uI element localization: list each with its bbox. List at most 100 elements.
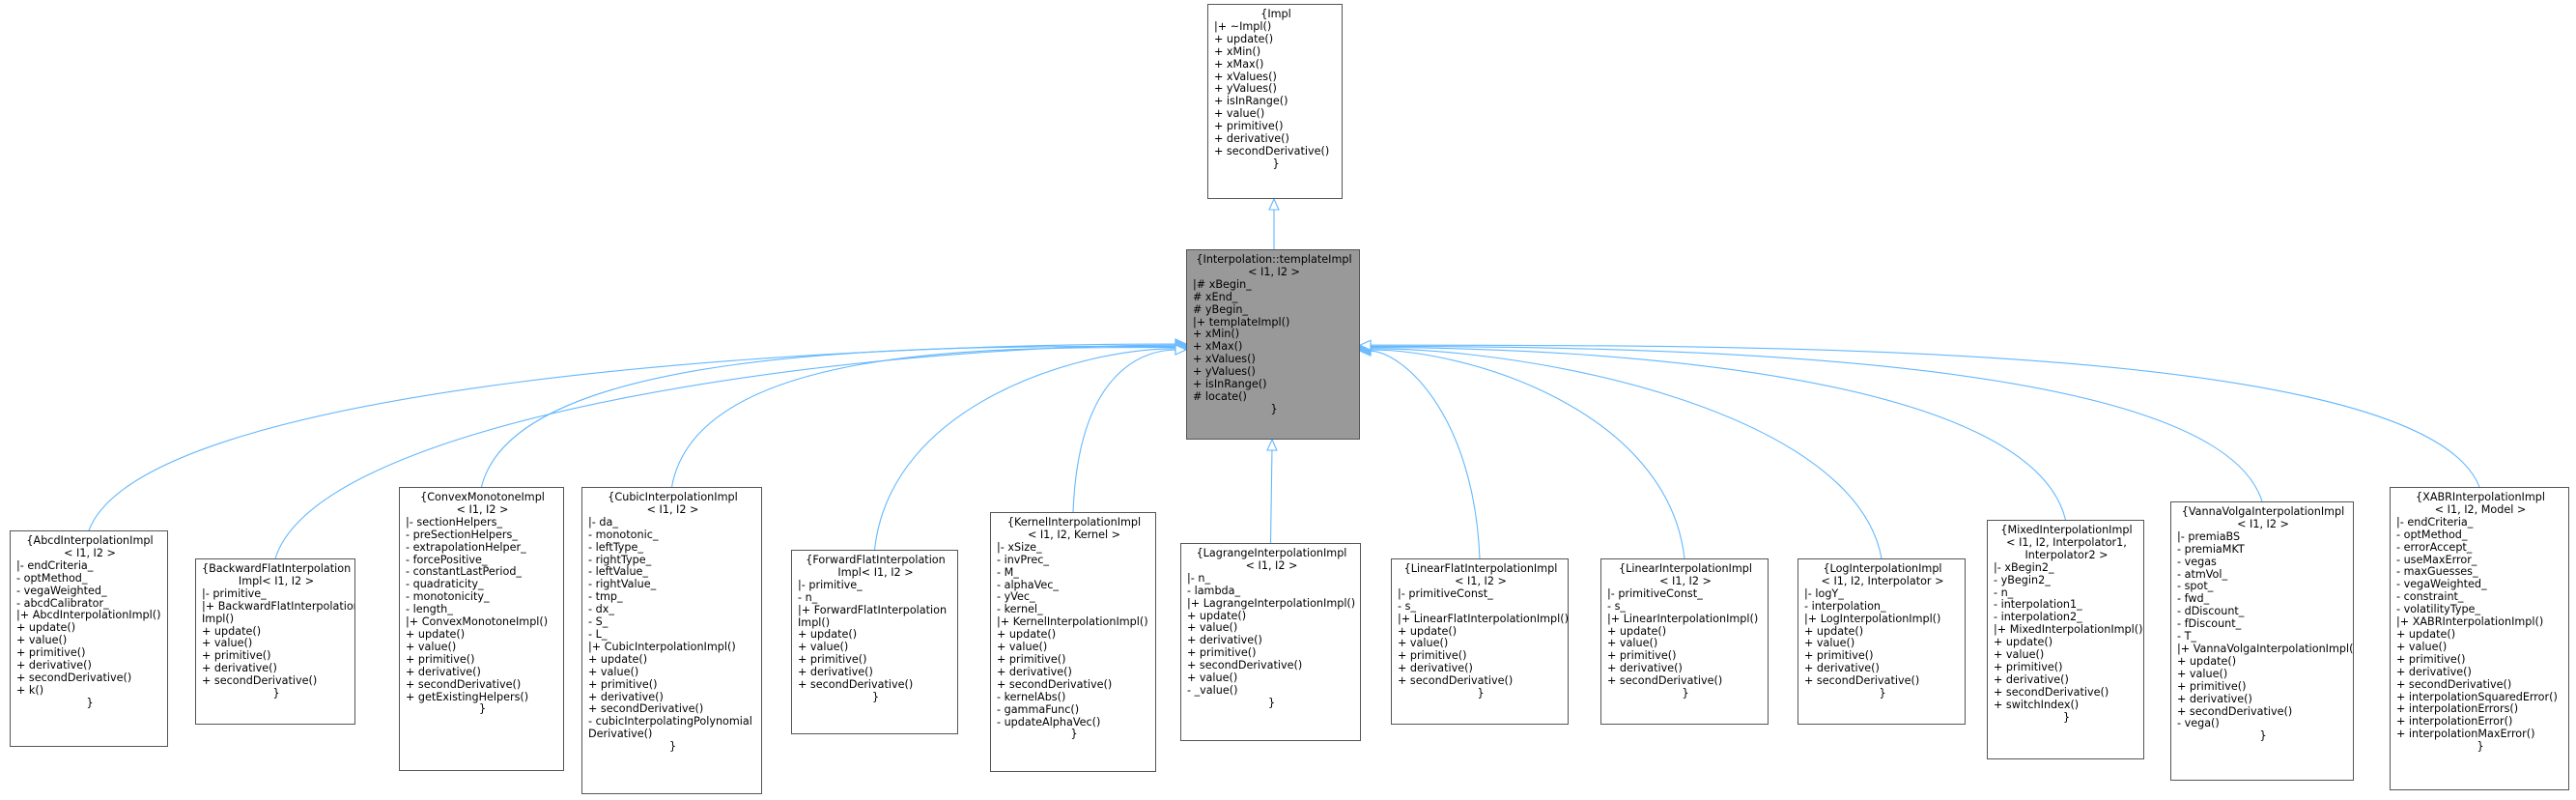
closing-brace: }	[2062, 710, 2071, 724]
member-line: |+ KernelInterpolationImpl()	[997, 615, 1148, 629]
closing-brace: }	[2477, 740, 2484, 754]
member-line: |+ LinearFlatInterpolationImpl()	[1398, 612, 1569, 625]
class-name: {Interpolation::templateImpl	[1196, 253, 1352, 266]
member-line: + xMin()	[1193, 328, 1240, 341]
member-line: + secondDerivative()	[1994, 685, 2109, 699]
member-line: + interpolationMaxError()	[2396, 728, 2535, 741]
class-box-abcd[interactable]: {AbcdInterpolationImpl< I1, I2 >|- endCr…	[10, 530, 168, 747]
class-box-log[interactable]: {LogInterpolationImpl< I1, I2, Interpola…	[1798, 558, 1966, 725]
class-name: Impl< I1, I2 >	[837, 565, 914, 579]
member-line: + derivative()	[1994, 672, 2069, 686]
inheritance-arrowhead	[1268, 197, 1280, 211]
member-line: - fDiscount_	[2177, 617, 2242, 631]
member-line: + xMin()	[1214, 44, 1261, 58]
member-line: + update()	[406, 627, 466, 641]
member-line: + update()	[1607, 624, 1667, 638]
member-line: - fwd_	[2177, 592, 2210, 606]
class-box-linearflat[interactable]: {LinearFlatInterpolationImpl< I1, I2 >|-…	[1391, 558, 1569, 725]
member-line: - M_	[997, 565, 1019, 579]
member-line: + primitive()	[798, 653, 867, 667]
member-line: + update()	[1994, 636, 2053, 649]
class-box-mixed[interactable]: {MixedInterpolationImpl< I1, I2, Interpo…	[1987, 520, 2144, 759]
member-line: |+ VannaVolgaInterpolationImpl()	[2177, 642, 2354, 655]
member-line: - constraint_	[2396, 590, 2464, 604]
member-line: + yValues()	[1193, 365, 1256, 379]
member-line: - L_	[588, 627, 608, 641]
class-name: Impl< I1, I2 >	[238, 574, 315, 587]
member-line: + xValues()	[1214, 70, 1277, 83]
member-line: |- premiaBS	[2177, 529, 2241, 543]
member-line: - kernelAbs()	[997, 690, 1066, 703]
member-line: + derivative()	[2396, 665, 2472, 678]
class-box-convexmonotone[interactable]: {ConvexMonotoneImpl< I1, I2 >|- sectionH…	[399, 487, 564, 771]
member-line: - premiaMKT	[2177, 542, 2245, 556]
class-name: < I1, I2 >	[1248, 265, 1300, 278]
class-box-vannavolga[interactable]: {VannaVolgaInterpolationImpl< I1, I2 >|-…	[2170, 501, 2354, 781]
member-line: + value()	[2396, 640, 2448, 653]
class-box-kernel[interactable]: {KernelInterpolationImpl< I1, I2, Kernel…	[990, 512, 1156, 772]
member-line: - _value()	[1187, 683, 1238, 697]
member-line: - constantLastPeriod_	[406, 565, 523, 579]
member-line: + secondDerivative()	[798, 678, 914, 692]
closing-brace: }	[1070, 728, 1078, 741]
member-line: + getExistingHelpers()	[406, 690, 529, 703]
inheritance-edge-cubic	[670, 347, 1177, 488]
member-line: - spot_	[2177, 580, 2214, 593]
member-line: + primitive()	[588, 677, 658, 691]
inheritance-edge-xabr	[1369, 344, 2480, 488]
class-box-base[interactable]: {Interpolation::templateImpl< I1, I2 >|#…	[1186, 249, 1360, 440]
class-box-xabr[interactable]: {XABRInterpolationImpl< I1, I2, Model >|…	[2390, 487, 2569, 790]
member-line: + primitive()	[1804, 649, 1874, 663]
member-line: + update()	[1398, 624, 1458, 638]
inheritance-edge-log	[1369, 348, 1882, 559]
inheritance-edge-convexmonotone	[480, 345, 1177, 488]
member-line: + switchIndex()	[1994, 698, 2080, 711]
inheritance-arrowhead	[1175, 344, 1188, 356]
member-line: - monotonic_	[588, 528, 659, 541]
member-line: |+ ConvexMonotoneImpl()	[406, 615, 549, 629]
closing-brace: }	[478, 702, 487, 716]
member-line: + value()	[798, 641, 849, 654]
inheritance-edge-linearflat	[1369, 350, 1481, 559]
member-line: |+ LagrangeInterpolationImpl()	[1187, 596, 1356, 610]
member-line: + value()	[202, 637, 253, 650]
member-line: + primitive()	[1187, 646, 1257, 660]
member-line: + secondDerivative()	[202, 674, 318, 688]
member-line: - vegas	[2177, 555, 2217, 568]
member-line: - n_	[798, 590, 818, 604]
member-line: - lambda_	[1187, 584, 1241, 597]
member-line: + update()	[997, 628, 1057, 642]
class-name: {LinearFlatInterpolationImpl	[1403, 562, 1558, 575]
inheritance-arrowhead	[1358, 339, 1372, 352]
member-line: + derivative()	[1398, 662, 1473, 675]
inheritance-edge-linear	[1369, 349, 1685, 559]
member-line: + derivative()	[16, 659, 92, 672]
member-line: # yBegin_	[1193, 302, 1249, 316]
closing-brace: }	[1682, 687, 1689, 700]
closing-brace: }	[1270, 402, 1278, 415]
member-line: - interpolation1_	[1994, 598, 2082, 612]
member-line: + primitive()	[1994, 660, 2063, 673]
member-line: - useMaxError_	[2396, 553, 2477, 566]
member-line: + primitive()	[2177, 679, 2247, 693]
class-box-root[interactable]: {Impl|+ ~Impl()+ update()+ xMin()+ xMax(…	[1207, 4, 1343, 199]
member-line: + secondDerivative()	[2396, 677, 2512, 691]
member-line: Derivative()	[588, 728, 653, 741]
member-line: - rightType_	[588, 553, 652, 566]
class-box-cubic[interactable]: {CubicInterpolationImpl< I1, I2 >|- da_-…	[581, 487, 762, 794]
member-line: + secondDerivative()	[2177, 704, 2293, 718]
class-box-linear[interactable]: {LinearInterpolationImpl< I1, I2 >|- pri…	[1600, 558, 1769, 725]
closing-brace: }	[1477, 687, 1485, 700]
member-line: |- xSize_	[997, 540, 1042, 554]
closing-brace: }	[668, 740, 677, 754]
member-line: + k()	[16, 683, 44, 697]
member-line: + value()	[2177, 667, 2228, 680]
member-line: - s_	[1398, 599, 1417, 613]
member-line: - atmVol_	[2177, 567, 2228, 581]
member-line: - extrapolationHelper_	[406, 540, 526, 554]
member-line: - updateAlphaVec()	[997, 715, 1101, 729]
class-box-lagrange[interactable]: {LagrangeInterpolationImpl< I1, I2 >|- n…	[1180, 543, 1361, 741]
